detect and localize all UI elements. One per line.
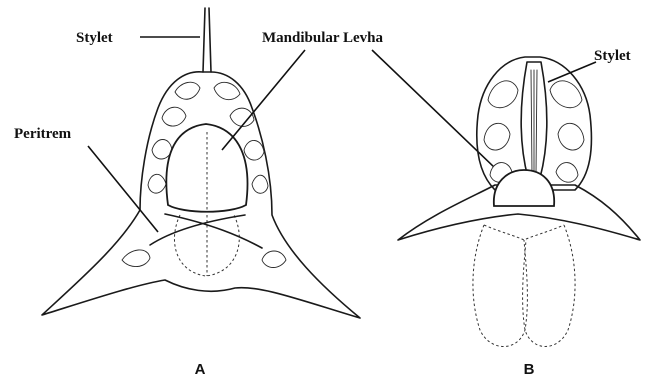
peritreme-label: Peritrem: [14, 126, 72, 142]
stylet-label-a: Stylet: [76, 30, 113, 46]
stylet-needle-a-right: [209, 8, 211, 72]
stylet-label-b: Stylet: [594, 48, 631, 64]
peritreme-leader: [88, 146, 158, 232]
stylet-b: [521, 62, 547, 178]
panel-label-a: A: [195, 361, 206, 378]
peritreme-loop-right: [262, 251, 286, 268]
peritreme-loop-left: [122, 250, 150, 267]
mandibular-plate-label: Mandibular Levha: [262, 30, 384, 46]
panel-label-b: B: [524, 361, 535, 378]
posterior-lobes-b: [473, 225, 575, 347]
peritreme-tube-left: [150, 215, 245, 245]
panel-b-drawing: [398, 57, 640, 347]
mandibular-leader-a: [222, 50, 305, 150]
stylet-needle-a: [203, 8, 205, 72]
stylet-leader-b: [548, 62, 596, 82]
panel-a-drawing: [42, 8, 360, 318]
